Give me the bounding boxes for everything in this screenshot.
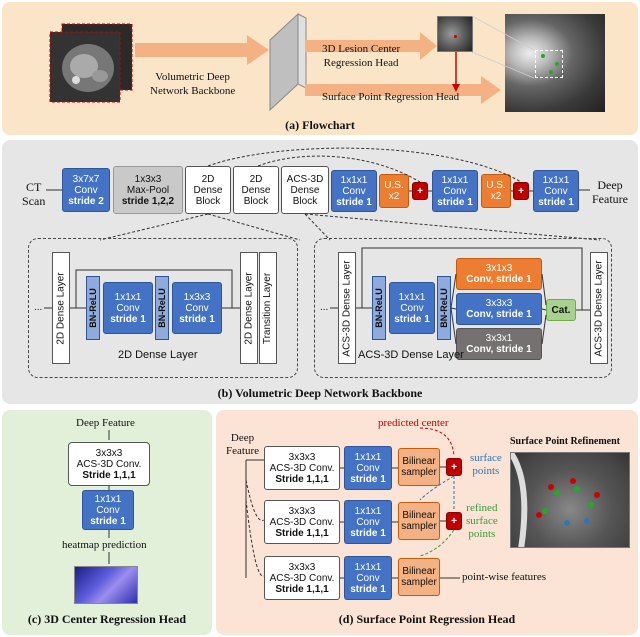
acs3d-ellipsis: ... [320, 302, 329, 313]
center-head-caption: (c) 3D Center Regression Head [27, 612, 187, 626]
dense2d-detail-frame [28, 238, 298, 378]
acs3d-bnrelu-1: BN-ReLU [372, 276, 386, 340]
ct-scan-input-label: CT Scan [22, 180, 46, 208]
flowchart-caption: (a) Flowchart [285, 118, 355, 132]
dense2d-ellipsis: ... [34, 302, 43, 313]
surface-head-caption: (d) Surface Point Regression Head [338, 612, 516, 626]
lesion-zoom-lines [471, 15, 535, 79]
center-head-flow-label: 3D Lesion Center Regression Head [322, 43, 401, 69]
heatmap-image [74, 566, 138, 604]
acs3d-detail-frame [314, 238, 612, 378]
backbone-flow-label: Volumetric Deep Network Backbone [150, 71, 236, 97]
center-head-input-label: Deep Feature [76, 417, 135, 429]
refined-points-label: refined surface points [466, 502, 498, 540]
dense2d-bnrelu-1: BN-ReLU [86, 276, 100, 340]
backbone-caption: (b) Volumetric Deep Network Backbone [217, 386, 423, 400]
acs3d-label: ACS-3D Dense Layer [358, 349, 464, 361]
concat-node: Cat. [546, 299, 576, 321]
bilinear-sampler-1: Bilinear sampler [398, 448, 440, 486]
refinement-ct-image [510, 452, 630, 548]
transition-layer: Transition Layer [259, 252, 277, 364]
flow-arrows-2 [305, 32, 501, 104]
acs3d-layer-left: ACS-3D Dense Layer [338, 252, 356, 364]
predicted-center-label: predicted center [378, 417, 449, 429]
heatmap-prediction-label: heatmap prediction [62, 539, 147, 551]
acs3d-bnrelu-2: BN-ReLU [437, 276, 451, 340]
dense2d-layer-right: 2D Dense Layer [240, 252, 258, 364]
ct-volume-image [48, 20, 134, 104]
lesion-ct-image [505, 14, 605, 112]
bilinear-sampler-2: Bilinear sampler [398, 502, 440, 540]
refinement-title: Surface Point Refinement [510, 436, 620, 447]
acs3d-layer-right: ACS-3D Dense Layer [590, 252, 608, 364]
dense2d-bnrelu-2: BN-ReLU [155, 276, 169, 340]
upsample-block-2: U.S. x2 [481, 174, 511, 208]
add-node-1: + [412, 182, 428, 200]
dense2d-layer-left: 2D Dense Layer [52, 252, 70, 364]
deep-feature-output-label: Deep Feature [592, 178, 628, 206]
surface-head-flow-label: Surface Point Regression Head [322, 91, 460, 103]
bilinear-sampler-3: Bilinear sampler [398, 558, 440, 596]
upsample-block-1: U.S. x2 [379, 174, 409, 208]
surface-head-input-label: Deep Feature [226, 432, 259, 457]
flow-arrow-1 [135, 35, 269, 65]
surface-add-node-1: + [446, 458, 462, 476]
refinement-points-drawing [511, 453, 600, 547]
dense2d-label: 2D Dense Layer [118, 349, 198, 361]
backbone-slab-icon [269, 12, 307, 112]
surface-add-node-2: + [446, 512, 462, 530]
ct-patch-image [437, 16, 473, 52]
pointwise-features-label: point-wise features [462, 571, 546, 583]
surface-points-label: surface points [470, 452, 502, 477]
add-node-2: + [513, 182, 529, 200]
ct-cube-drawing [49, 23, 133, 103]
patch-down-arrow [452, 52, 460, 92]
